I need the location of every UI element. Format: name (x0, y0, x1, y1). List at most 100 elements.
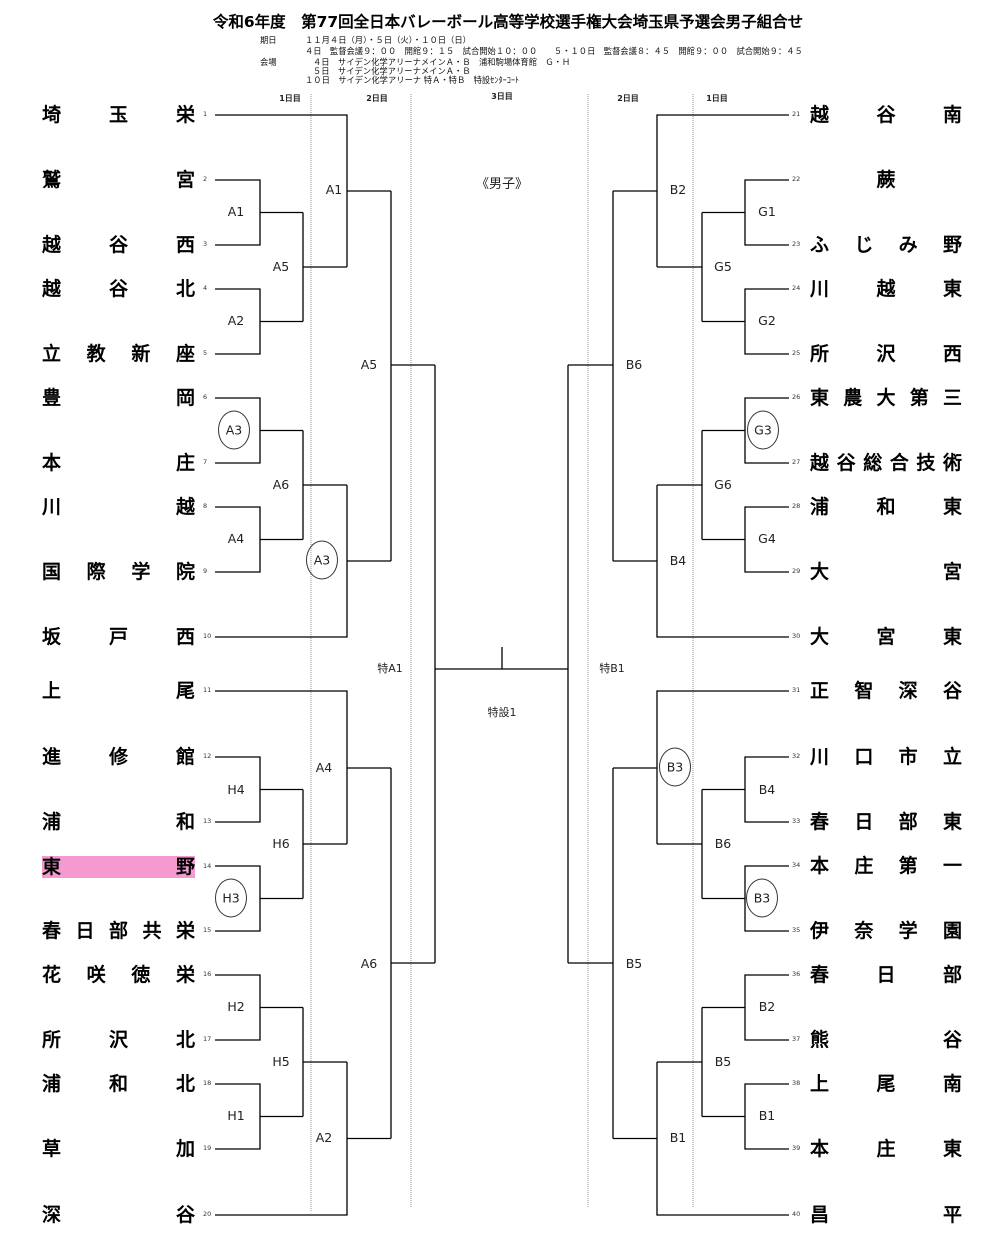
seed-number: 36 (792, 970, 801, 978)
team-name-char: 谷 (108, 234, 128, 256)
team-name-char: 東 (942, 1138, 962, 1160)
match-label: H4 (227, 783, 244, 797)
team-name-char: 院 (175, 561, 195, 583)
seed-number: 10 (203, 632, 212, 640)
match-label-text: B1 (669, 1130, 687, 1145)
team-name-char: 日 (854, 811, 874, 833)
team-name-char: 本 (42, 452, 62, 474)
match-label: B4 (759, 783, 776, 797)
seed-number: 11 (203, 686, 212, 694)
match-label: B4 (670, 554, 687, 568)
match-label: H1 (227, 1109, 244, 1123)
team-name: 所沢西 (810, 343, 962, 365)
match-label: A1 (228, 205, 245, 219)
team-name-char: 浦 (42, 811, 62, 833)
match-label-text: A2 (227, 313, 245, 328)
bracket-line (657, 1007, 703, 1117)
team-name-char: 野 (175, 856, 195, 878)
bracket-line (215, 1083, 303, 1150)
team-name-char: 新 (131, 343, 151, 365)
team-name-char: 大 (810, 561, 830, 583)
match-label: B2 (759, 1000, 776, 1014)
team-name-char: 埼 (42, 104, 62, 126)
team-name: ふじみ野 (810, 234, 962, 256)
team-name-char: 草 (42, 1138, 62, 1160)
team-name: 草加 (42, 1138, 195, 1160)
team-name: 東野 (42, 856, 195, 878)
team-name-char: 部 (108, 920, 128, 942)
team-name-char: 修 (108, 746, 128, 768)
team-name-char: ふ (810, 234, 830, 256)
bracket-line (702, 179, 789, 246)
seed-number: 37 (792, 1035, 801, 1043)
match-label: A2 (316, 1131, 333, 1145)
team-name-char: 栄 (175, 104, 195, 126)
match-label: B5 (715, 1055, 732, 1069)
seed-number: 9 (203, 567, 208, 575)
team-name-char: 南 (942, 1073, 962, 1095)
match-label: B3 (659, 747, 691, 787)
match-label-text: B4 (669, 553, 687, 568)
team-name-char: 庄 (876, 1138, 896, 1160)
team-name-char: 所 (42, 1029, 62, 1051)
team-name: 花咲徳栄 (42, 964, 195, 986)
match-label: B6 (626, 358, 643, 372)
seed-number: 12 (203, 752, 212, 760)
times-value: ４日 監督会議９：００ 開館９：１５ 試合開始１０：００ ５・１０日 監督会議８… (305, 46, 803, 56)
team-name: 浦和 (42, 811, 195, 833)
bracket-line (302, 212, 347, 322)
team-name-char: 技 (916, 452, 936, 474)
team-name-char: 尾 (876, 1073, 896, 1095)
seed-number: 33 (792, 817, 801, 825)
team-name-char: 座 (175, 343, 195, 365)
bracket-line (215, 397, 303, 464)
match-label-text: A5 (360, 357, 378, 372)
team-name: 正智深谷 (810, 680, 962, 702)
match-label: G4 (758, 532, 776, 546)
team-name-char: 市 (898, 746, 918, 768)
team-name-char: 谷 (876, 104, 896, 126)
team-name: 立教新座 (42, 343, 195, 365)
team-name-char: 昌 (810, 1204, 830, 1226)
bracket-line (702, 397, 789, 464)
team-name: 進修館 (42, 746, 195, 768)
team-name-char: 園 (942, 920, 962, 942)
team-name: 本庄東 (810, 1138, 962, 1160)
team-name: 本庄 (42, 452, 195, 474)
team-name-char: 岡 (175, 387, 195, 409)
team-name-char: 浦 (42, 1073, 62, 1095)
team-name-char: 日 (876, 964, 896, 986)
team-name: 川口市立 (810, 746, 962, 768)
team-name-char: 谷 (942, 680, 962, 702)
team-name-char: 大 (876, 387, 896, 409)
match-label: A2 (228, 314, 245, 328)
team-name-char: 部 (898, 811, 918, 833)
venue-day4: ４日 サイデン化学アリーナメインＡ・Ｂ 浦和駒場体育館 Ｇ・Ｈ (313, 57, 571, 67)
bracket-line (215, 485, 391, 638)
team-name-char: 越 (810, 452, 830, 474)
seed-number: 13 (203, 817, 212, 825)
team-name: 熊谷 (810, 1029, 962, 1051)
team-name-char: 東 (810, 387, 830, 409)
team-name-char: 春 (810, 811, 830, 833)
team-name: 大宮 (810, 561, 962, 583)
match-label: B2 (670, 183, 687, 197)
bracket-line (215, 506, 303, 573)
bracket-line (702, 1083, 789, 1150)
match-label-text: H1 (227, 1108, 245, 1123)
bracket-line (215, 974, 303, 1041)
seed-number: 21 (792, 110, 801, 118)
team-name: 昌平 (810, 1204, 962, 1226)
match-label-text: G5 (714, 259, 732, 274)
match-label: G3 (747, 410, 779, 450)
match-label-text: A6 (272, 477, 290, 492)
team-name-char: 西 (175, 234, 195, 256)
team-name: 越谷南 (810, 104, 962, 126)
team-name-char: 熊 (810, 1029, 830, 1051)
team-name-char: 合 (889, 452, 909, 474)
match-label-text: B1 (758, 1108, 776, 1123)
team-name-char: 部 (942, 964, 962, 986)
dates-value: １１月４日（月）・５日（火）・１０日（日） (305, 35, 471, 45)
match-label-text: G4 (758, 531, 776, 546)
team-name-char: 北 (175, 1029, 195, 1051)
